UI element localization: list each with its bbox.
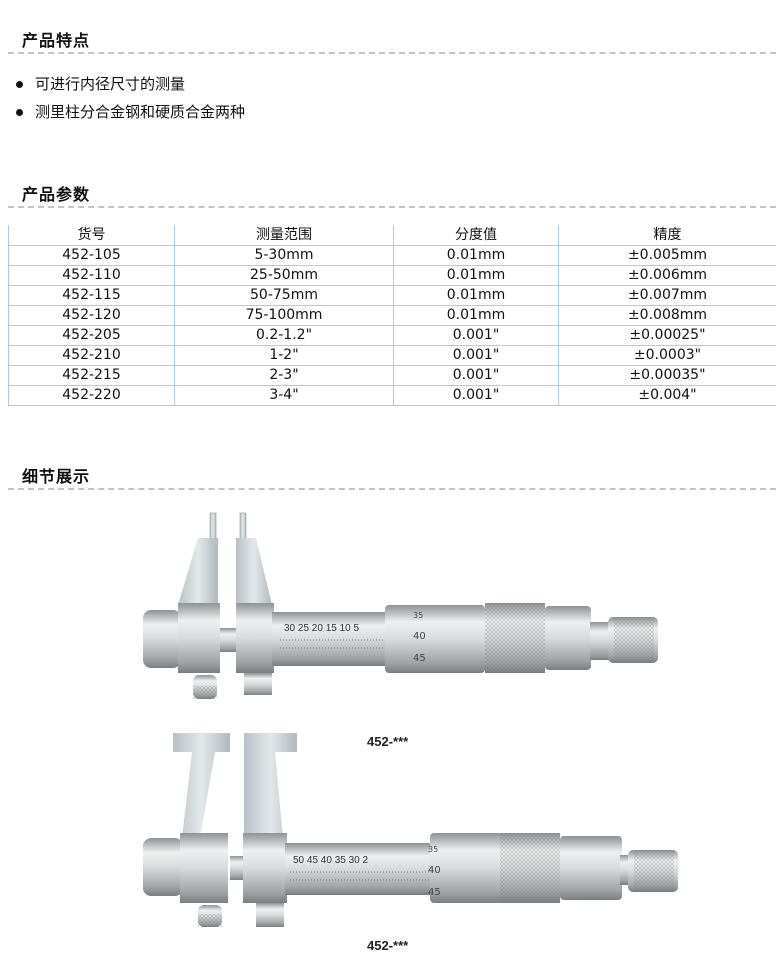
table-cell: ±0.004" — [558, 384, 776, 406]
bullet-icon — [16, 108, 23, 116]
table-cell: 0.2-1.2" — [174, 324, 394, 346]
table-cell: 25-50mm — [174, 264, 394, 286]
table-cell: 1-2" — [174, 344, 394, 366]
table-cell: ±0.006mm — [558, 264, 776, 286]
table-cell: 452-115 — [8, 284, 175, 306]
table-cell: 452-120 — [8, 304, 175, 326]
table-cell: ±0.0003" — [558, 344, 776, 366]
features-heading: 产品特点 — [22, 31, 91, 50]
list-item: 测里柱分合金钢和硬质合金两种 — [14, 98, 245, 126]
table-cell: 452-110 — [8, 264, 175, 286]
features-list: 可进行内径尺寸的测量 测里柱分合金钢和硬质合金两种 — [14, 70, 245, 126]
table-cell: 50-75mm — [174, 284, 394, 306]
divider — [8, 52, 776, 54]
details-heading: 细节展示 — [22, 467, 91, 486]
params-heading: 产品参数 — [22, 185, 91, 204]
thimble-mark: 45 — [428, 887, 441, 898]
thimble-mark: 35 — [413, 611, 423, 620]
feature-text: 可进行内径尺寸的测量 — [35, 75, 186, 93]
table-cell: 452-105 — [8, 244, 175, 266]
sleeve-scale-text: 50 45 40 35 30 2 — [293, 855, 369, 866]
list-item: 可进行内径尺寸的测量 — [14, 70, 245, 98]
image-caption: 452-*** — [367, 938, 409, 953]
table-cell: 0.001" — [393, 384, 559, 406]
column-header: 分度值 — [393, 225, 559, 246]
table-cell: ±0.008mm — [558, 304, 776, 326]
thimble-mark: 40 — [413, 631, 426, 642]
table-header-row: 货号 测量范围 分度值 精度 — [8, 225, 776, 246]
table-cell: ±0.00025" — [558, 324, 776, 346]
image-caption: 452-*** — [367, 734, 409, 749]
thimble-mark: 35 — [428, 845, 438, 854]
thimble-mark: 40 — [428, 865, 441, 876]
sleeve-scale-text: 30 25 20 15 10 5 — [284, 623, 360, 634]
divider — [8, 206, 776, 208]
table-cell: 3-4" — [174, 384, 394, 406]
divider — [8, 488, 776, 490]
micrometer-image-2: 50 45 40 35 30 2 35 40 45 — [143, 733, 678, 927]
table-cell: 452-215 — [8, 364, 175, 386]
table-cell: 452-220 — [8, 384, 175, 406]
table-cell: 0.01mm — [393, 244, 559, 266]
table-cell: ±0.007mm — [558, 284, 776, 306]
feature-text: 测里柱分合金钢和硬质合金两种 — [35, 103, 246, 121]
table-cell: 75-100mm — [174, 304, 394, 326]
micrometer-image-1: 30 25 20 15 10 5 35 40 45 — [143, 512, 658, 699]
thimble-mark: 45 — [413, 653, 426, 664]
bullet-icon — [16, 80, 23, 88]
